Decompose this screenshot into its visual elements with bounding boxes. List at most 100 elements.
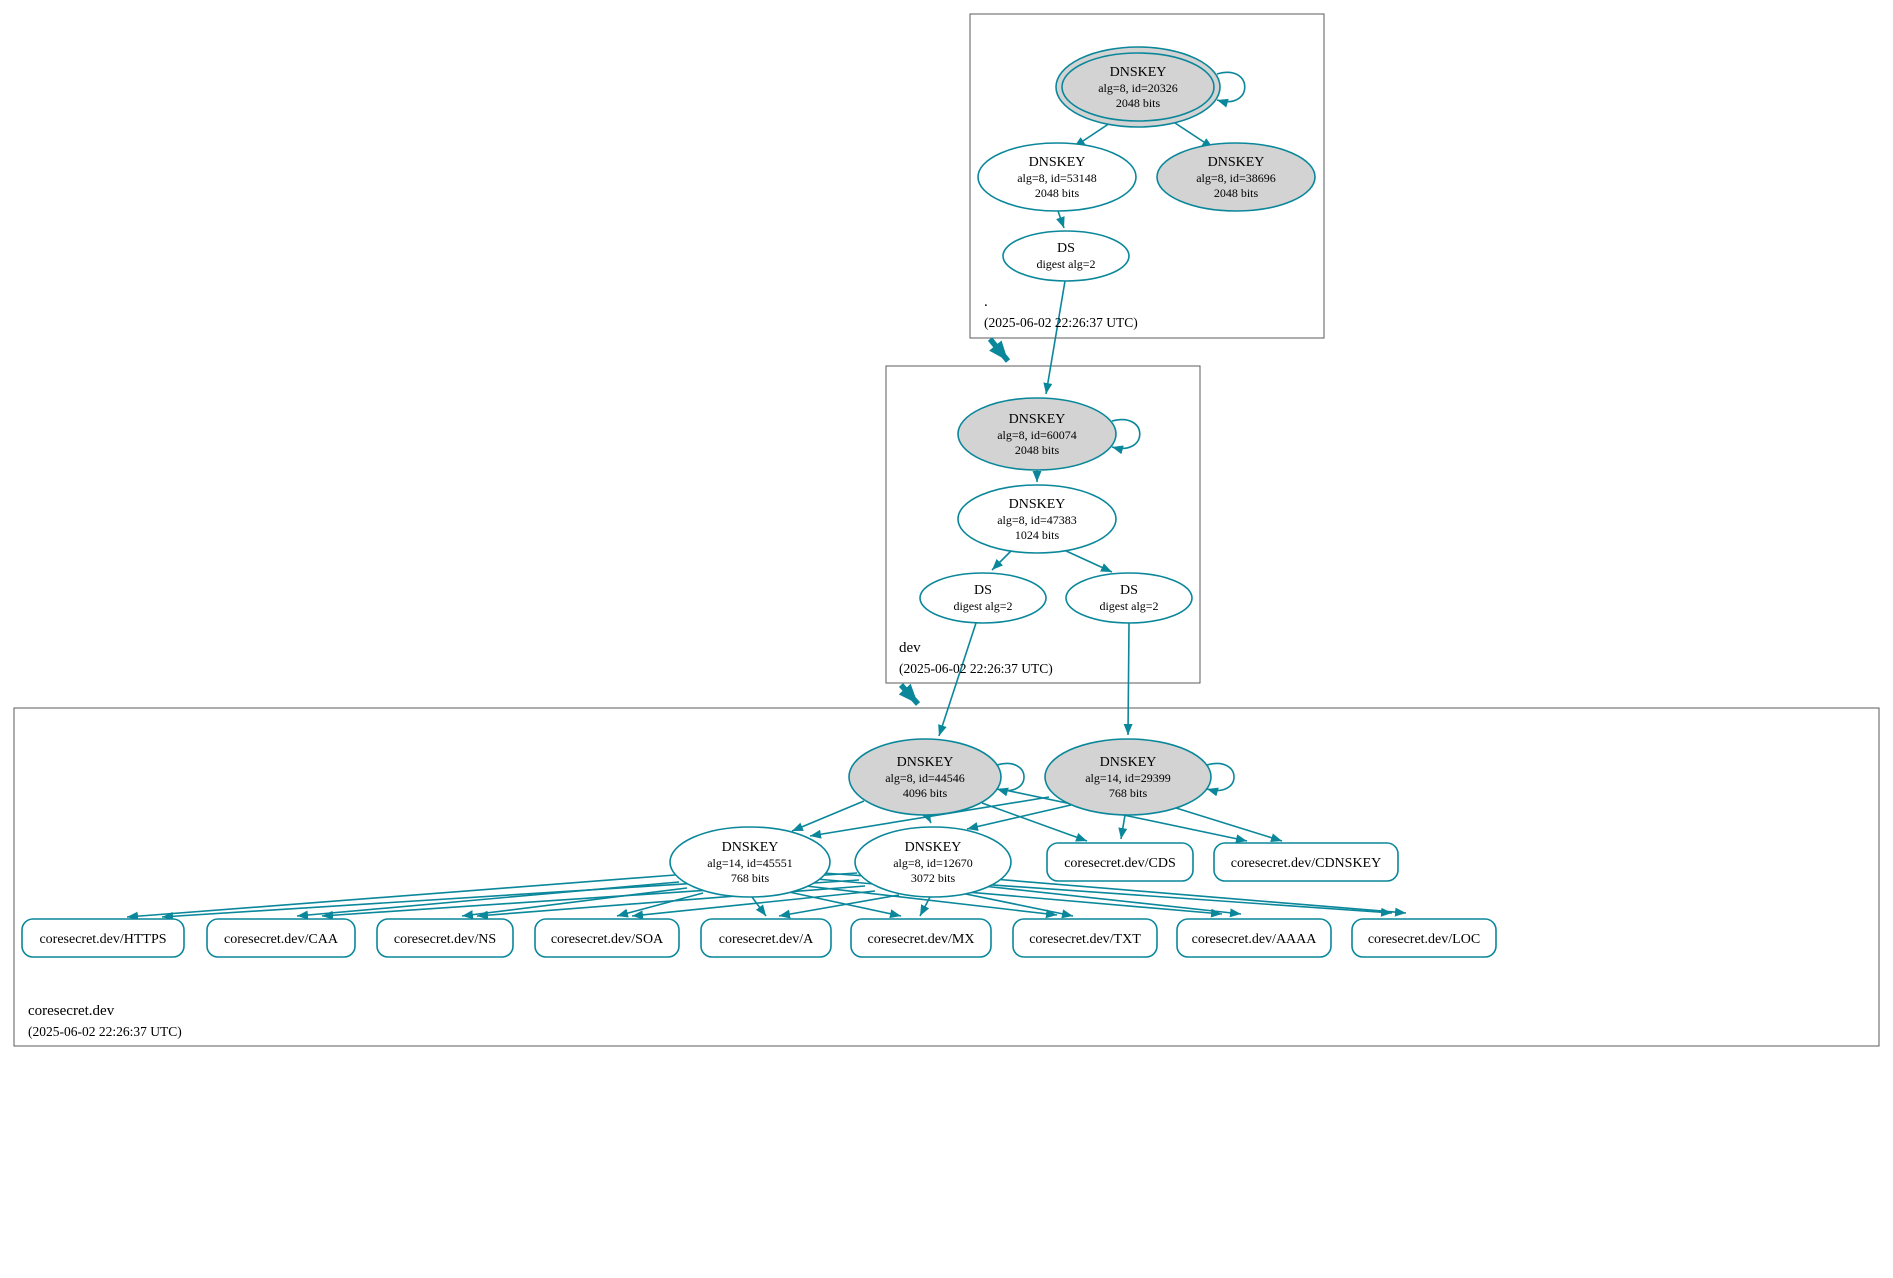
ds-edge-dev-to-coresecret-ksk1	[938, 622, 977, 737]
rrsig-edge-ksk2-zsk2	[966, 804, 1072, 831]
rrset-node-mx: coresecret.dev/MX	[850, 918, 992, 958]
rrset-label: coresecret.dev/SOA	[551, 932, 664, 947]
rrsig-edge-ksk2-cdnskey	[1175, 807, 1283, 843]
dnskey-node-root-ksk: DNSKEY alg=8, id=20326 2048 bits	[1055, 46, 1221, 128]
dnskey-node-dev-ksk: DNSKEY alg=8, id=60074 2048 bits	[957, 397, 1117, 471]
zone-timestamp-dev: (2025-06-02 22:26:37 UTC)	[899, 661, 1053, 676]
dnskey-ellipse	[669, 826, 831, 898]
rrset-label: coresecret.dev/LOC	[1368, 932, 1480, 947]
dnskey-meta: alg=8, id=38696	[1196, 171, 1276, 185]
ds-ellipse	[1002, 230, 1130, 282]
rrset-label: coresecret.dev/TXT	[1029, 932, 1141, 947]
delegation-arrow-root-to-dev	[987, 337, 1011, 363]
ds-node-dev-right: DS digest alg=2	[1065, 572, 1193, 624]
rrset-node-cds: coresecret.dev/CDS	[1046, 842, 1194, 882]
dnskey-meta: alg=8, id=44546	[885, 771, 965, 785]
dnskey-ellipse	[854, 826, 1012, 898]
dnskey-size: 2048 bits	[1116, 96, 1161, 110]
dnskey-size: 2048 bits	[1214, 186, 1259, 200]
ds-title: DS	[974, 583, 992, 598]
dnskey-meta: alg=8, id=53148	[1017, 171, 1097, 185]
self-sign-loop-root-ksk	[1216, 71, 1246, 108]
rrsig-edge-zsk1-a	[751, 896, 767, 917]
dnskey-meta: alg=8, id=12670	[893, 856, 973, 870]
rrsig-edge-ksk2-cds	[1118, 814, 1128, 840]
rrset-box	[1351, 918, 1497, 958]
rrset-label: coresecret.dev/A	[719, 932, 814, 947]
zone-label-coresecret-dev: coresecret.dev	[28, 1003, 115, 1019]
rrset-label: coresecret.dev/NS	[394, 932, 496, 947]
rrsig-edge-zsk2-a	[778, 894, 900, 919]
dnskey-meta: alg=8, id=60074	[997, 428, 1077, 442]
rrset-box	[1176, 918, 1332, 958]
rrset-label: coresecret.dev/MX	[868, 932, 975, 947]
rrset-box	[376, 918, 514, 958]
delegation-arrow-dev-to-coresecret	[898, 683, 921, 706]
rrset-box	[534, 918, 680, 958]
rrsig-edge-zsk2-soa	[631, 890, 876, 920]
ds-title: DS	[1057, 241, 1075, 256]
rrset-label: coresecret.dev/AAAA	[1192, 932, 1318, 947]
rrset-node-https: coresecret.dev/HTTPS	[21, 918, 185, 958]
dnskey-node-coresecret-ksk1: DNSKEY alg=8, id=44546 4096 bits	[848, 738, 1002, 816]
ds-meta: digest alg=2	[953, 599, 1012, 613]
ds-title: DS	[1120, 583, 1138, 598]
dnskey-node-coresecret-ksk2: DNSKEY alg=14, id=29399 768 bits	[1044, 738, 1212, 816]
dnskey-title: DNSKEY	[1208, 155, 1265, 170]
dnskey-size: 2048 bits	[1015, 443, 1060, 457]
ds-node-root: DS digest alg=2	[1002, 230, 1130, 282]
dnskey-ellipse	[977, 142, 1137, 212]
rrset-label: coresecret.dev/HTTPS	[39, 932, 166, 947]
dnskey-title: DNSKEY	[1100, 755, 1157, 770]
dnskey-meta: alg=8, id=47383	[997, 513, 1077, 527]
rrsig-edge-zsk2-loc	[992, 878, 1407, 917]
rrset-node-cdnskey: coresecret.dev/CDNSKEY	[1213, 842, 1399, 882]
rrsig-edge-ksk1-cds	[981, 802, 1088, 842]
dnskey-title: DNSKEY	[905, 840, 962, 855]
rrset-node-caa: coresecret.dev/CAA	[206, 918, 356, 958]
rrsig-edge-zsk2-aaaa	[982, 885, 1242, 918]
rrsig-edge-root-ksk-standby	[1171, 120, 1214, 149]
dnskey-node-root-zsk: DNSKEY alg=8, id=53148 2048 bits	[977, 142, 1137, 212]
rrset-node-aaaa: coresecret.dev/AAAA	[1176, 918, 1332, 958]
dnskey-meta: alg=8, id=20326	[1098, 81, 1178, 95]
zone-label-dev: dev	[899, 640, 921, 656]
self-sign-loop-coresecret-ksk2	[1206, 762, 1235, 797]
dnskey-node-root-standby: DNSKEY alg=8, id=38696 2048 bits	[1156, 142, 1316, 212]
dnskey-meta: alg=14, id=29399	[1085, 771, 1171, 785]
rrset-label: coresecret.dev/CDS	[1064, 856, 1176, 871]
self-sign-loop-dev-ksk	[1111, 418, 1141, 455]
zone-label-root: .	[984, 294, 988, 310]
rrset-box	[21, 918, 185, 958]
dnskey-title: DNSKEY	[1009, 412, 1066, 427]
rrsig-edge-zsk2-mx	[919, 896, 931, 917]
dnskey-ellipse-inner	[1061, 52, 1215, 122]
ds-edge-dev-to-coresecret-ksk2	[1123, 622, 1133, 736]
dnskey-size: 2048 bits	[1035, 186, 1080, 200]
rrsig-edge-zsk1-ns	[461, 887, 688, 920]
ds-ellipse	[919, 572, 1047, 624]
dnskey-title: DNSKEY	[897, 755, 954, 770]
rrsig-edge-zsk1-txt	[805, 885, 1058, 919]
dnskey-ellipse	[848, 738, 1002, 816]
rrsig-edge-dev-zsk-ds2	[1063, 549, 1113, 573]
rrset-node-ns: coresecret.dev/NS	[376, 918, 514, 958]
dnskey-title: DNSKEY	[722, 840, 779, 855]
rrset-box	[1046, 842, 1194, 882]
rrsig-edge-zsk2-txt	[960, 892, 1074, 919]
rrsig-edge-ksk2-zsk1	[809, 796, 1050, 839]
dnskey-ellipse	[1156, 142, 1316, 212]
dnskey-node-dev-zsk: DNSKEY alg=8, id=47383 1024 bits	[957, 484, 1117, 554]
ds-meta: digest alg=2	[1036, 257, 1095, 271]
dnskey-size: 768 bits	[731, 871, 770, 885]
dnskey-size: 3072 bits	[911, 871, 956, 885]
dnskey-ellipse	[957, 484, 1117, 554]
ds-edge-root-to-dev-ksk	[1043, 280, 1066, 395]
rrsig-edge-dev-zsk-ds1	[991, 549, 1013, 571]
rrset-box	[1213, 842, 1399, 882]
rrset-node-a: coresecret.dev/A	[700, 918, 832, 958]
dnskey-node-coresecret-zsk2: DNSKEY alg=8, id=12670 3072 bits	[854, 826, 1012, 898]
ds-ellipse	[1065, 572, 1193, 624]
